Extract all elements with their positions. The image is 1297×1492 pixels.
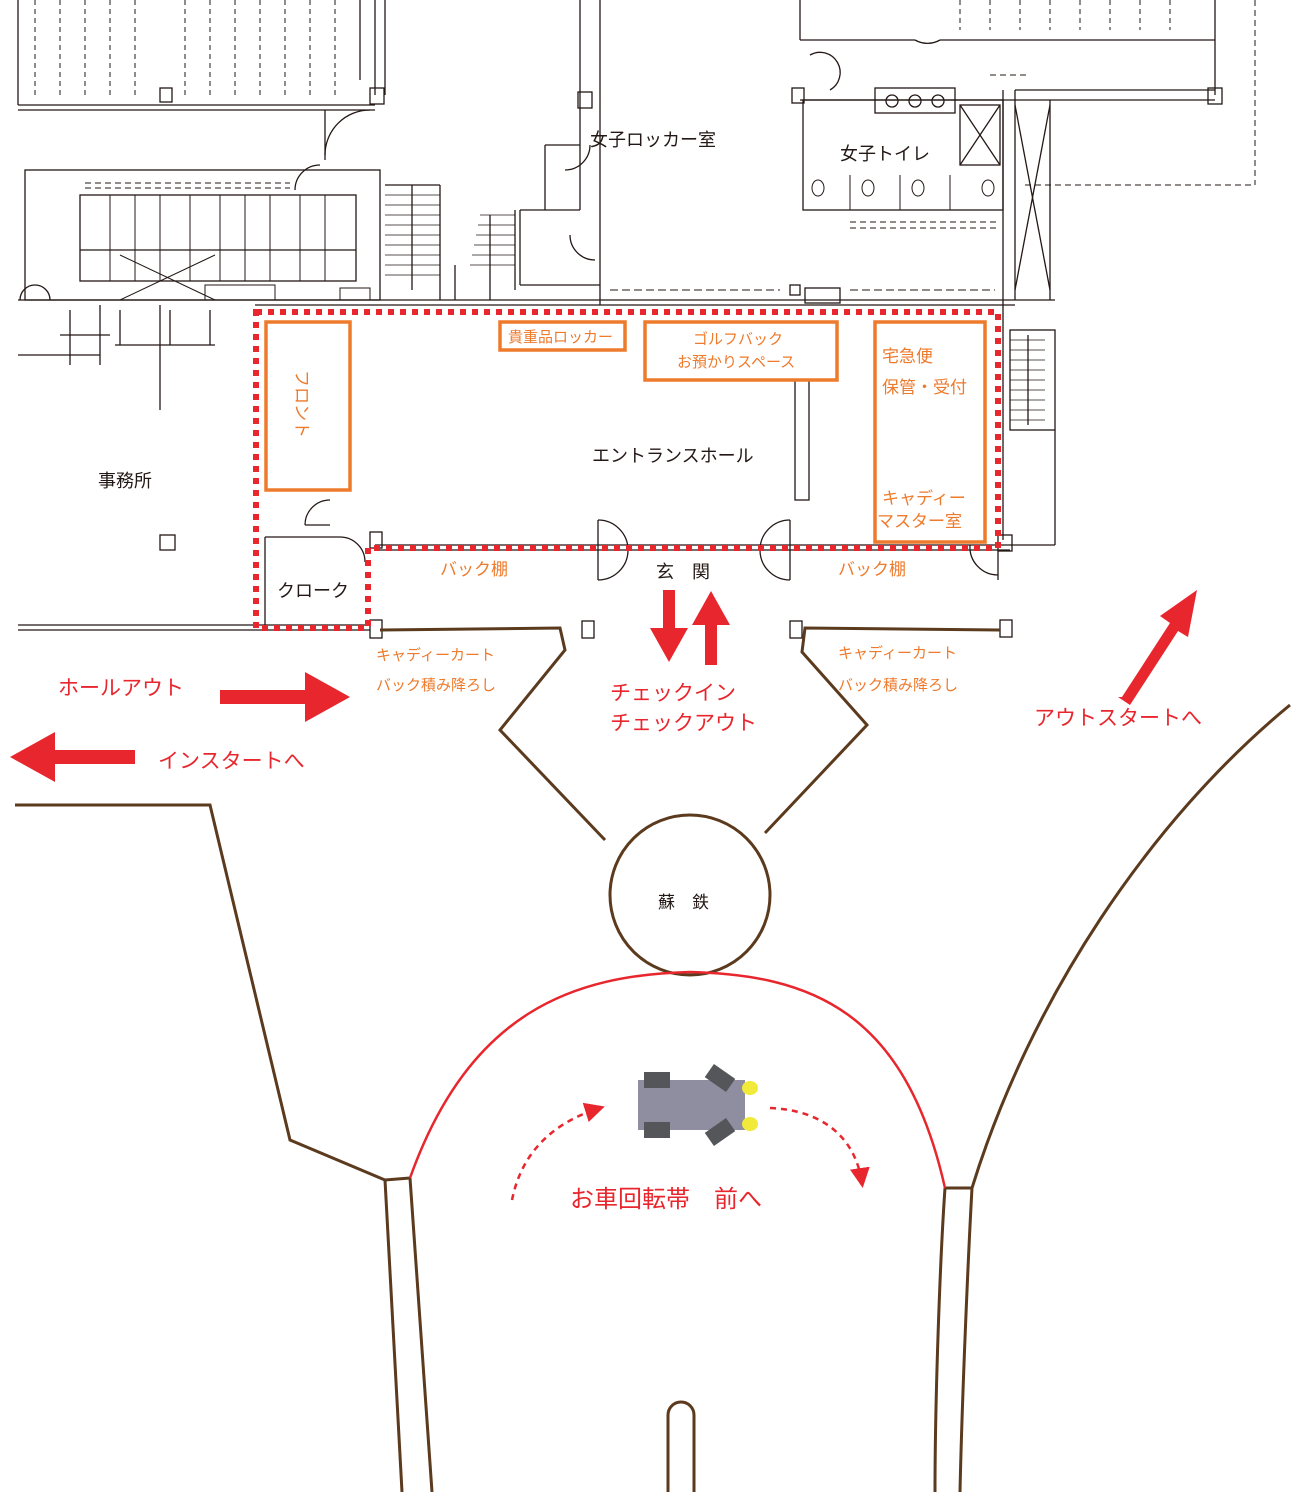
access-road	[15, 626, 1291, 1492]
rotary-island-label: 蘇 鉄	[658, 893, 709, 913]
women-toilet-label: 女子トイレ	[840, 144, 930, 165]
delivery-label-1: 宅急便	[882, 347, 933, 367]
in-start-label: インスタートへ	[158, 749, 305, 773]
arrow-icon	[1118, 590, 1197, 705]
delivery-caddie-box	[873, 320, 987, 544]
car-turnaround-label: お車回転帯 前へ	[570, 1185, 762, 1213]
car-turnaround-zone	[408, 970, 947, 1189]
office-label: 事務所	[98, 471, 152, 492]
turn-arrows	[510, 1102, 870, 1201]
cart-right-label-1: キャディーカート	[838, 644, 957, 662]
delivery-label-2: 保管・受付	[882, 378, 967, 398]
front-desk-label: フロント	[291, 370, 311, 438]
caddie-master-label-2: マスター室	[877, 512, 962, 532]
entrance-hall-label: エントランスホール	[592, 446, 754, 467]
valuables-locker-box	[498, 320, 627, 352]
golf-bag-label-1: ゴルフバック	[693, 330, 783, 348]
bag-shelf-left-label: バック棚	[440, 560, 508, 580]
check-out-label: チェックアウト	[610, 711, 757, 735]
cart-right-label-2: バック積み降ろし	[838, 676, 958, 694]
rotary-island	[608, 813, 772, 977]
golf-bag-storage-box	[643, 320, 839, 382]
golf-bag-label-2: お預かりスペース	[677, 353, 795, 371]
valuables-locker-label: 貴重品ロッカー	[508, 328, 613, 346]
caddie-master-label-1: キャディー	[882, 488, 966, 509]
bag-shelf-right-label: バック棚	[838, 560, 906, 580]
cloak-label: クローク	[277, 581, 349, 602]
car-icon	[638, 1063, 758, 1147]
front-desk-box	[264, 320, 352, 492]
women-locker-label: 女子ロッカー室	[590, 130, 716, 151]
cart-left-label-1: キャディーカート	[376, 646, 495, 664]
arrow-icon	[220, 672, 350, 722]
hole-out-label: ホールアウト	[58, 676, 184, 700]
cart-left-label-2: バック積み降ろし	[376, 676, 496, 694]
entrance-hall-zone	[253, 309, 1001, 631]
arrow-icon	[692, 591, 730, 665]
building-walls	[17, 0, 1256, 639]
arrow-icon	[650, 590, 688, 662]
out-start-label: アウトスタートへ	[1034, 706, 1202, 730]
check-in-label: チェックイン	[610, 681, 736, 705]
entrance-label: 玄 関	[656, 562, 710, 583]
arrow-icon	[10, 732, 135, 782]
flow-arrows	[10, 590, 1197, 782]
